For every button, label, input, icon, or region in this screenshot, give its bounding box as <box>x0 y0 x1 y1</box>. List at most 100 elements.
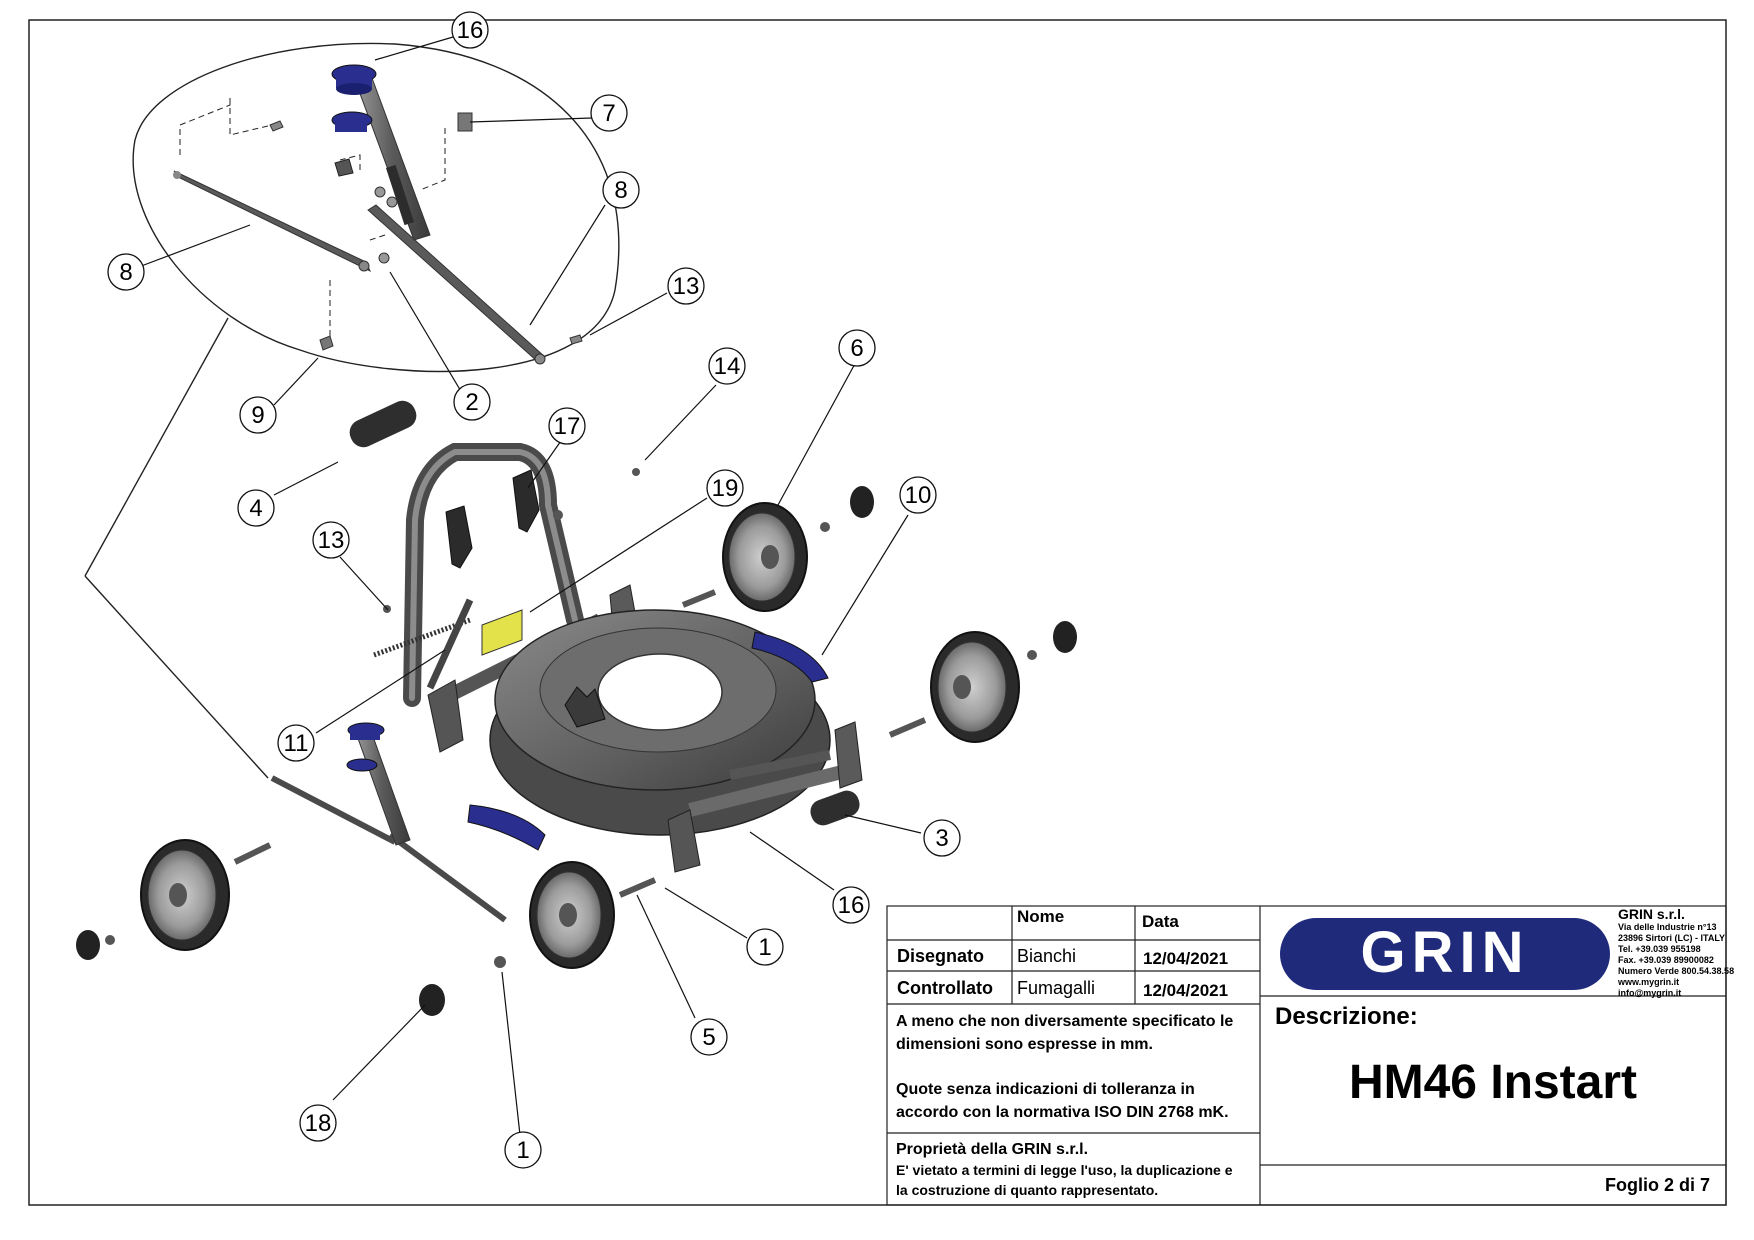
callout-circle <box>312 521 350 559</box>
axle-bolt-5 <box>618 877 657 898</box>
callout-4: 4 <box>237 489 275 527</box>
deck-side-plate-right <box>834 721 863 789</box>
logo-badge <box>1280 918 1610 990</box>
callout-number: 18 <box>305 1110 332 1137</box>
roller-4 <box>349 400 417 448</box>
screw-14 <box>632 468 640 476</box>
company-address-2: 23896 Sirtori (LC) - ITALY <box>1618 933 1726 943</box>
callout-circle <box>690 1018 728 1056</box>
header-name: Nome <box>1017 907 1065 926</box>
checked-label: Controllato <box>897 978 993 998</box>
callout-number: 13 <box>318 527 345 554</box>
title-block-grid <box>886 905 1727 1206</box>
drawn-name: Bianchi <box>1017 946 1077 966</box>
callout-7: 7 <box>590 94 628 132</box>
hubcap-rear-right <box>850 486 874 518</box>
callout-circle <box>706 469 744 507</box>
callout-number: 16 <box>457 17 484 44</box>
grin-logo: GRIN <box>1280 918 1610 990</box>
ownership-line-1: E' vietato a termini di legge l'uso, la … <box>896 1162 1233 1178</box>
company-email: info@mygrin.it <box>1618 988 1682 998</box>
model-name: HM46 Instart <box>1348 1056 1638 1109</box>
callout-3: 3 <box>923 819 961 857</box>
ownership-title: Proprietà della GRIN s.r.l. <box>896 1141 1089 1158</box>
callout-number: 14 <box>714 353 741 380</box>
callout-number: 19 <box>712 475 739 502</box>
callout-17: 17 <box>548 407 586 445</box>
callout-circle <box>504 1131 542 1169</box>
note-tolerance-line-1: Quote senza indicazioni di tolleranza in <box>896 1081 1195 1098</box>
callout-10: 10 <box>899 476 937 514</box>
ownership-line-2: la costruzione di quanto rappresentato. <box>896 1182 1159 1198</box>
callout-number: 17 <box>554 413 581 440</box>
ownership-notice: E' vietato a termini di legge l'uso, la … <box>896 1160 1233 1200</box>
hubcap-front-right <box>1053 621 1077 653</box>
detail-bar-left <box>173 170 372 273</box>
callout-circle <box>923 819 961 857</box>
callout-number: 7 <box>602 100 615 127</box>
callout-19: 19 <box>706 469 744 507</box>
drawn-label: Disegnato <box>897 946 985 966</box>
wheel-rear-left <box>140 839 230 951</box>
wheel-front-left <box>529 861 615 969</box>
callout-circle <box>602 171 640 209</box>
drawn-date: 12/04/2021 <box>1143 949 1229 968</box>
callout-number: 4 <box>249 495 262 522</box>
callout-number: 9 <box>251 402 264 429</box>
callout-1: 1 <box>746 928 784 966</box>
note-units-line-2: dimensioni sono espresse in mm. <box>896 1036 1153 1053</box>
callout-circle <box>590 94 628 132</box>
rod-11 <box>426 598 474 690</box>
company-info: GRIN s.r.l. Via delle Industrie n°13 238… <box>1618 906 1734 999</box>
header-date: Data <box>1142 912 1179 931</box>
callout-6: 6 <box>838 329 876 367</box>
callout-13: 13 <box>667 267 705 305</box>
note-tolerance: Quote senza indicazioni di tolleranza in… <box>896 1078 1229 1124</box>
company-name: GRIN s.r.l. <box>1618 906 1685 922</box>
front-axle <box>688 763 852 817</box>
callout-circle <box>277 724 315 762</box>
logo-wordmark: GRIN <box>1361 920 1530 985</box>
detail-washer-2 <box>378 252 390 264</box>
note-tolerance-line-2: accordo con la normativa ISO DIN 2768 mK… <box>896 1104 1229 1121</box>
deck-engine-opening <box>597 653 723 731</box>
deck-side-plate-front <box>667 809 701 873</box>
callout-circle <box>746 928 784 966</box>
lever-17 <box>512 469 540 533</box>
callout-number: 13 <box>673 273 700 300</box>
callout-number: 8 <box>119 259 132 286</box>
callout-number: 3 <box>935 825 948 852</box>
callout-circle <box>237 489 275 527</box>
detail-clip-7 <box>457 112 473 132</box>
detail-link-line-1 <box>84 317 229 577</box>
callout-circle <box>107 253 145 291</box>
callout-11: 11 <box>277 724 315 762</box>
checked-name: Fumagalli <box>1017 978 1096 998</box>
deck-hinge <box>564 686 606 728</box>
callout-number: 16 <box>838 892 865 919</box>
callout-number: 2 <box>465 389 478 416</box>
callout-circle <box>708 347 746 385</box>
callout-number: 1 <box>758 934 771 961</box>
threaded-rod-13 <box>373 617 471 658</box>
nut-1-lower <box>494 956 506 968</box>
checked-date: 12/04/2021 <box>1143 981 1229 1000</box>
warning-label-19 <box>481 609 523 656</box>
callout-number: 5 <box>702 1024 715 1051</box>
callout-8: 8 <box>602 171 640 209</box>
wheel-rear-right-6 <box>722 502 808 612</box>
callout-9: 9 <box>239 396 277 434</box>
callout-13: 13 <box>312 521 350 559</box>
roller-3 <box>810 790 860 826</box>
note-units: A meno che non diversamente specificato … <box>896 1010 1233 1056</box>
axle-bolt-rear-left <box>233 842 272 865</box>
sheet-border <box>28 19 1727 1206</box>
note-units-line-1: A meno che non diversamente specificato … <box>896 1013 1234 1030</box>
leader-lines <box>135 36 922 1136</box>
detail-bracket <box>334 158 354 177</box>
mud-flap-left <box>467 804 546 851</box>
axle-bolt-front-right <box>888 717 927 738</box>
callout-circle <box>239 396 277 434</box>
